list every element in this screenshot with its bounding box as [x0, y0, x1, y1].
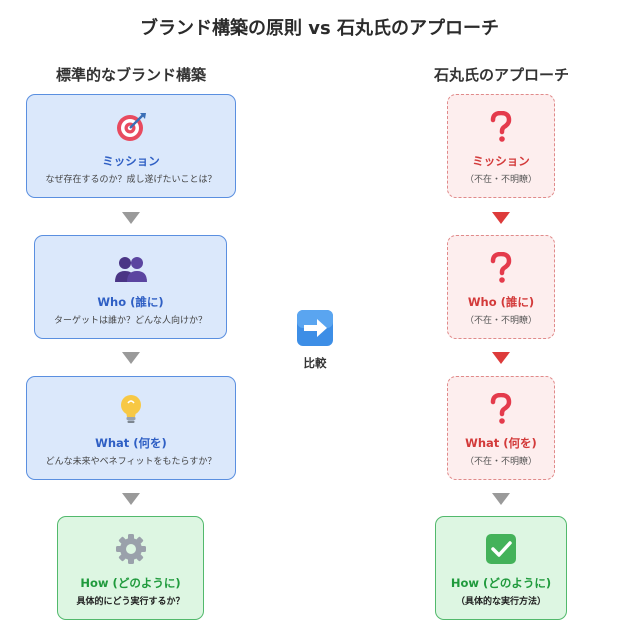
left-box-what-desc: どんな未来やベネフィットをもたらすか？: [45, 457, 217, 467]
people-icon: [35, 252, 226, 284]
question-icon: [448, 111, 554, 143]
down-arrow-icon: [492, 493, 510, 505]
right-box-what: What (何を) （不在・不明瞭）: [447, 376, 555, 480]
gear-icon: [58, 533, 203, 565]
left-column-heading: 標準的なブランド構築: [55, 66, 206, 84]
left-box-mission-title: ミッション: [102, 154, 160, 168]
down-arrow-icon: [492, 352, 510, 364]
right-box-who-title: Who (誰に): [467, 295, 535, 309]
right-box-mission-desc: （不在・不明瞭）: [464, 175, 537, 185]
check-icon: [436, 533, 566, 565]
right-box-mission-title: ミッション: [472, 154, 530, 168]
left-box-mission-desc: なぜ存在するのか？成し遂げたいことは？: [45, 175, 217, 185]
down-arrow-icon: [122, 212, 140, 224]
question-icon: [448, 252, 554, 284]
down-arrow-icon: [122, 352, 140, 364]
right-box-how-desc: （具体的な実行方法）: [455, 597, 546, 607]
left-box-how-title: How (どのように): [80, 576, 181, 590]
left-box-what: What (何を) どんな未来やベネフィットをもたらすか？: [26, 376, 236, 480]
lightbulb-icon: [27, 393, 235, 425]
right-box-what-desc: （不在・不明瞭）: [464, 457, 537, 467]
right-box-who: Who (誰に) （不在・不明瞭）: [447, 235, 555, 339]
right-arrow-icon: [296, 309, 334, 347]
right-box-how: How (どのように) （具体的な実行方法）: [435, 516, 567, 620]
page-title: ブランド構築の原則 vs 石丸氏のアプローチ: [140, 18, 499, 39]
right-box-what-title: What (何を): [465, 436, 537, 450]
left-box-who-title: Who (誰に): [97, 295, 164, 309]
right-box-mission: ミッション （不在・不明瞭）: [447, 94, 555, 198]
right-box-who-desc: （不在・不明瞭）: [464, 316, 537, 326]
left-box-how-desc: 具体的にどう実行するか？: [76, 597, 185, 607]
target-icon: [27, 111, 235, 143]
left-box-who: Who (誰に) ターゲットは誰か？どんな人向けか？: [34, 235, 227, 339]
left-box-mission: ミッション なぜ存在するのか？成し遂げたいことは？: [26, 94, 236, 198]
left-box-who-desc: ターゲットは誰か？どんな人向けか？: [53, 316, 207, 326]
left-box-what-title: What (何を): [95, 436, 167, 450]
left-box-how: How (どのように) 具体的にどう実行するか？: [57, 516, 204, 620]
question-icon: [448, 393, 554, 425]
right-column-heading: 石丸氏のアプローチ: [433, 66, 569, 84]
down-arrow-icon: [122, 493, 140, 505]
compare-label: 比較: [303, 356, 327, 370]
down-arrow-icon: [492, 212, 510, 224]
right-box-how-title: How (どのように): [450, 576, 552, 590]
